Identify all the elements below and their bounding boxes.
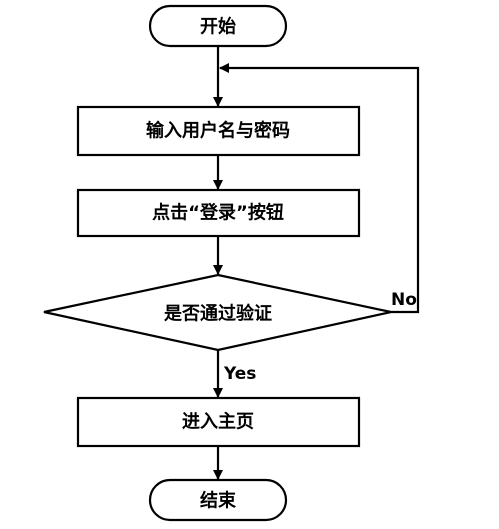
yes-label: Yes <box>223 364 256 384</box>
arrow-no-loop-back <box>219 63 420 314</box>
click-login-label: 点击“登录”按钮 <box>152 202 284 224</box>
input-credentials-box <box>76 105 361 157</box>
enter-homepage-label: 进入主页 <box>182 411 254 433</box>
end-terminal <box>148 478 288 522</box>
input-credentials-label: 输入用户名与密码 <box>146 120 290 142</box>
verification-decision-label: 是否通过验证 <box>163 303 272 325</box>
start-label: 开始 <box>200 16 236 38</box>
end-label: 结束 <box>200 490 237 512</box>
no-label: No <box>391 290 417 310</box>
